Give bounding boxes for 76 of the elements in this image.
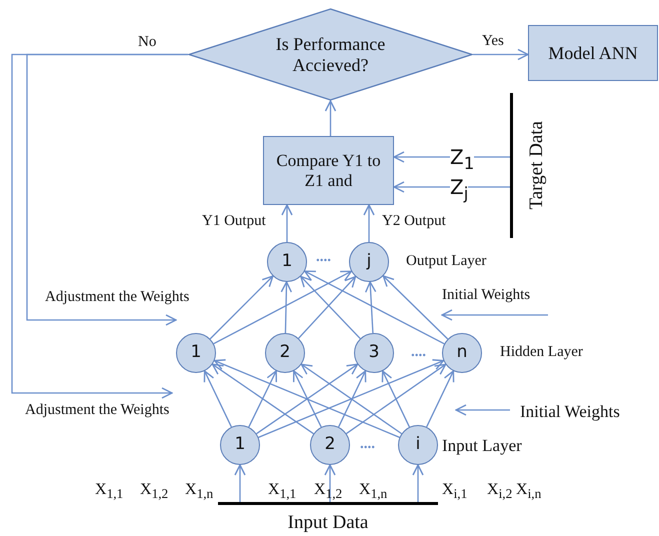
arrow — [473, 48, 529, 60]
arrow — [256, 364, 358, 434]
layer-label: Hidden Layer — [500, 345, 583, 360]
neuron-circle — [265, 333, 305, 373]
arrow — [293, 370, 322, 428]
input-variable: X$_{1,n}$ — [359, 482, 388, 501]
arrow — [212, 364, 314, 434]
arrow — [258, 359, 444, 438]
arrow — [248, 370, 277, 428]
neuron-label: n — [456, 343, 468, 363]
ellipsis: .... — [316, 250, 331, 265]
annotation: Adjustment the Weights — [25, 403, 170, 418]
target-data-bar — [510, 93, 548, 238]
edge-label: Y2 Output — [382, 214, 446, 229]
edge-label: No — [138, 35, 156, 50]
input-variable: X$_{1,n}$ — [185, 482, 214, 501]
arrow — [280, 281, 292, 334]
input-variable: X$_{i,2}$ — [487, 482, 512, 501]
layer-label: Input Layer — [442, 437, 522, 454]
arrow — [382, 275, 448, 340]
node-text: Compare Y1 to Z1 and — [276, 150, 381, 190]
input-variable: X$_{1,2}$ — [140, 482, 168, 501]
annotation: Adjustment the Weights — [45, 290, 190, 305]
layer-label: Output Layer — [406, 254, 486, 269]
neuron-circle — [349, 242, 389, 282]
decision-diamond — [188, 8, 473, 101]
node-text: Input Data — [288, 512, 368, 534]
arrow — [364, 281, 376, 334]
arrow — [300, 364, 402, 434]
arrow — [210, 275, 274, 340]
neuron-circle — [267, 242, 307, 282]
neuron-circle — [398, 425, 438, 465]
process-box — [263, 136, 394, 205]
input-data-bar — [218, 502, 438, 534]
arrow — [304, 270, 445, 344]
input-variable: X$_{1,1}$ — [95, 482, 124, 501]
neuron-label: 1 — [190, 343, 202, 363]
input-variable: X$_{1,1}$ — [268, 482, 296, 501]
neuron-label: 2 — [280, 343, 290, 363]
neuron-label: 3 — [368, 343, 380, 363]
annotation: Initial Weights — [520, 403, 620, 420]
annotation: Initial Weights — [442, 288, 530, 303]
arrow — [213, 270, 352, 344]
input-variable: X$_{i,n}$ — [516, 482, 542, 501]
neuron-circle — [354, 333, 394, 373]
edge-label: Y1 Output — [202, 214, 266, 229]
arrow — [26, 54, 188, 326]
node-text: Is Performance Accieved? — [274, 34, 386, 76]
arrow — [324, 100, 336, 136]
arrow — [204, 370, 232, 428]
ellipsis: .... — [411, 345, 426, 360]
arrow — [338, 370, 366, 428]
node-text: Target Data — [526, 121, 548, 210]
process-box — [528, 25, 658, 81]
arrow — [363, 204, 375, 242]
neuron-circle — [220, 425, 260, 465]
neuron-label: 2 — [324, 435, 336, 455]
neuron-label: i — [416, 435, 420, 455]
neuron-circle — [442, 333, 482, 373]
edge-label: Z$_{j}$ — [450, 177, 468, 203]
arrow — [426, 370, 454, 428]
arrow — [382, 370, 410, 428]
edge-label: Yes — [482, 34, 504, 49]
input-variable: X$_{i,1}$ — [442, 482, 468, 501]
neuron-label: 1 — [234, 435, 246, 455]
node-text: Model ANN — [548, 42, 638, 64]
neuron-circle — [176, 333, 216, 373]
arrow — [281, 204, 293, 242]
neuron-label: j — [366, 252, 372, 272]
arrow — [346, 364, 446, 434]
arrow — [234, 464, 246, 502]
arrow — [214, 359, 400, 438]
neuron-circle — [310, 425, 350, 465]
neuron-label: 1 — [282, 252, 292, 272]
ellipsis: .... — [360, 437, 375, 452]
arrow — [412, 464, 424, 502]
